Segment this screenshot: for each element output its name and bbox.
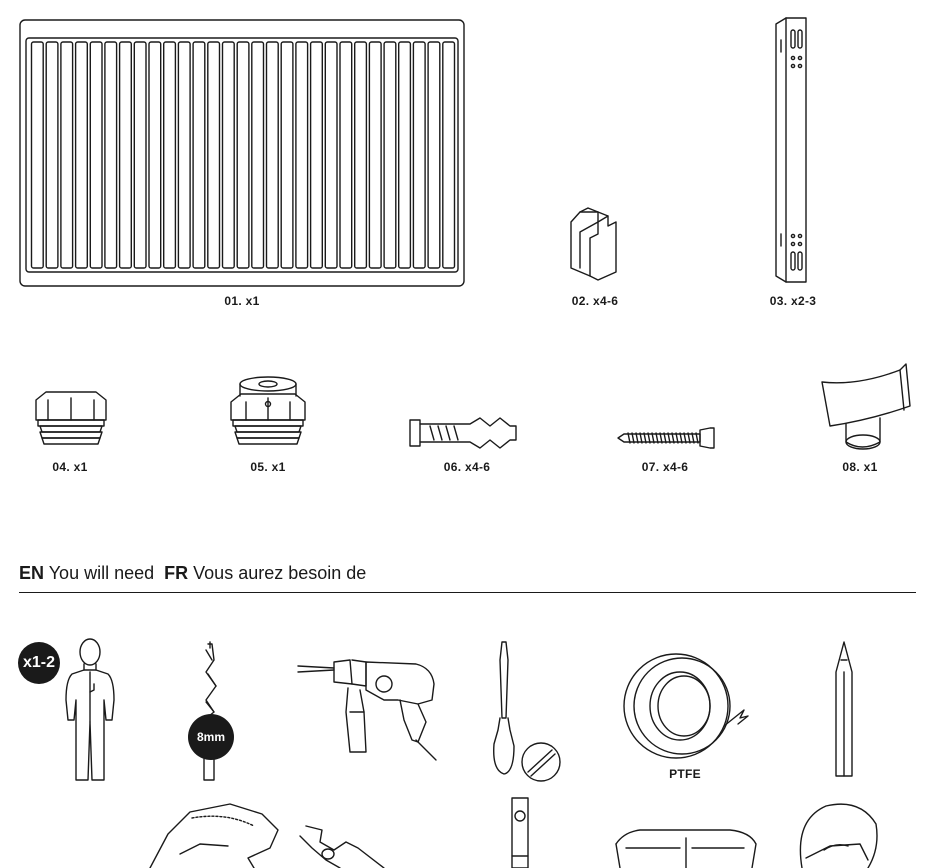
radiator-fin [295, 41, 309, 269]
screw-thread [695, 432, 699, 444]
radiator-fin [309, 41, 324, 269]
radiator-fin [207, 41, 221, 269]
radiator-fin [221, 41, 235, 269]
screw-thread [671, 432, 675, 444]
radiator-fin [133, 41, 147, 269]
screw-thread [667, 432, 671, 444]
heading-fr-text: Vous aurez besoin de [193, 563, 367, 583]
screw-thread [687, 432, 691, 444]
radiator-fin [398, 41, 412, 269]
heading-en-code: EN [19, 563, 45, 583]
screw-thread [635, 432, 639, 444]
part-label-08: 08. x1 [842, 460, 878, 474]
radiator-fin [162, 41, 177, 269]
radiator-fin [104, 41, 118, 269]
screw-thread [675, 432, 679, 444]
part-label-05: 05. x1 [250, 460, 286, 474]
radiator-fin [251, 41, 265, 269]
screw-thread [627, 432, 631, 444]
radiator-fin [280, 41, 294, 269]
radiator-fin [339, 41, 353, 269]
radiator-fin [354, 41, 368, 269]
radiator-fin [89, 41, 103, 269]
screw-thread [679, 432, 683, 444]
heading-fr-code: FR [164, 563, 189, 583]
screw-thread [643, 432, 647, 444]
radiator-fin [30, 41, 44, 269]
screw-thread [691, 432, 695, 444]
radiator-fin [148, 41, 162, 269]
radiator-fin [324, 41, 338, 269]
screw-thread [631, 432, 635, 444]
radiator-fin [236, 41, 250, 269]
radiator-fin [412, 41, 426, 269]
heading-en-text: You will need [48, 563, 155, 583]
radiator-fin [427, 41, 441, 269]
part-label-01: 01. x1 [224, 294, 260, 308]
radiator-fin [368, 41, 382, 269]
part-label-04: 04. x1 [52, 460, 88, 474]
radiator-fin [118, 41, 132, 269]
ptfe-tape-label: PTFE [669, 767, 701, 781]
radiator-fin [45, 41, 59, 269]
screw-thread [683, 432, 687, 444]
screw-thread [659, 432, 663, 444]
part-label-02: 02. x4-6 [571, 294, 619, 308]
radiator-fin [192, 41, 206, 269]
screw-thread [651, 432, 655, 444]
drill-bit-size-badge: 8mm [188, 714, 234, 760]
radiator-fin [177, 41, 191, 269]
radiator-fin [60, 41, 74, 269]
radiator-fin [383, 41, 397, 269]
heading-divider [19, 592, 916, 593]
screw-thread [655, 432, 659, 444]
person-count-badge: x1-2 [18, 642, 60, 684]
screw-thread [663, 432, 667, 444]
radiator-fin [74, 41, 88, 269]
screw-thread [639, 432, 643, 444]
tools-heading: EN You will need FR Vous aurez besoin de [19, 563, 366, 584]
radiator-fin [442, 41, 456, 269]
part-label-07: 07. x4-6 [641, 460, 689, 474]
part-label-06: 06. x4-6 [443, 460, 491, 474]
screw-thread [647, 432, 651, 444]
radiator-fin [265, 41, 279, 269]
part-label-03: 03. x2-3 [769, 294, 817, 308]
